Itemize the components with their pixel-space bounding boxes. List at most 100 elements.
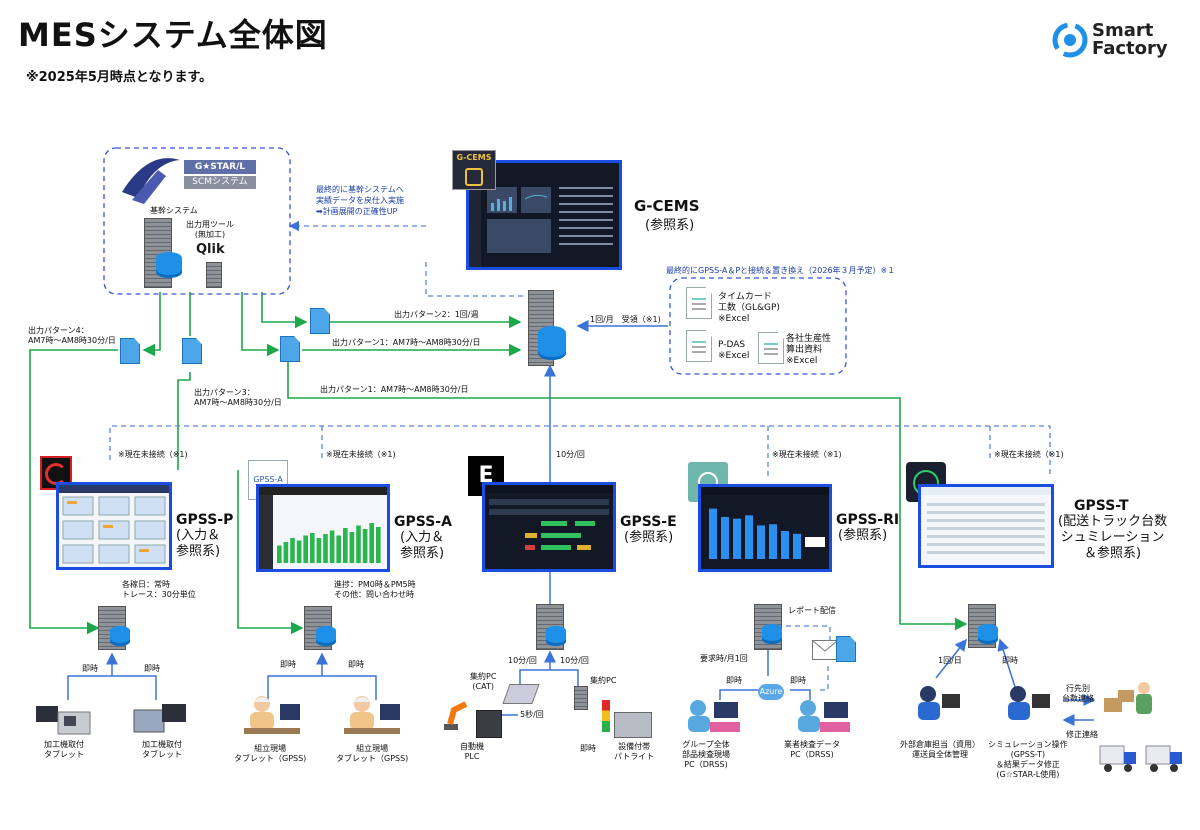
gpssri-bar xyxy=(793,533,801,559)
gcems-feedback-note: 最終的に基幹システムへ 実績データを戻仕入実施 ➡計画展開の正確性UP xyxy=(316,185,404,216)
truck-icon-2 xyxy=(1144,740,1184,774)
gpssa-bar xyxy=(277,545,282,563)
gpsse-freq-1: 10分/回 xyxy=(508,656,537,665)
gstar-badge: G★STAR/L xyxy=(184,160,256,174)
gpssa-name: GPSS-A xyxy=(394,514,452,530)
gpssa-bar xyxy=(343,528,348,563)
ri-request-label: 要求時/月1回 xyxy=(700,654,748,663)
gpsse-database-icon xyxy=(546,626,566,646)
simulation-operator-icon xyxy=(1004,684,1052,724)
gpssa-screen xyxy=(256,484,390,572)
once-day-label: 1回/日 xyxy=(938,656,962,665)
gpssp-sokuji-1: 即時 xyxy=(82,664,98,673)
gpssa-timing: 進捗：PM0時＆PM5時 その他：問い合わせ時 xyxy=(334,580,416,599)
report-doc-icon xyxy=(836,636,856,662)
five-sec-label: 5秒/回 xyxy=(520,710,544,719)
gpsst-sub: (配送トラック台数 シュミレーション ＆参照系) xyxy=(1058,514,1168,561)
equipment-icon xyxy=(614,712,652,738)
pattern3-label: 出力パターン3： AM7時～AM8時30分/日 xyxy=(194,388,282,407)
logo-line1: Smart xyxy=(1092,20,1154,41)
gpssri-database-icon xyxy=(762,624,782,644)
pattern4-file-icon xyxy=(120,338,140,364)
group-inspector-icon xyxy=(686,698,742,736)
pdas-doc-icon xyxy=(686,330,712,362)
gpssa-bar xyxy=(316,538,322,563)
mail-icon xyxy=(812,640,838,660)
gpssa-bar xyxy=(356,525,361,563)
gpssri-bar xyxy=(721,517,729,559)
kikan-database-icon xyxy=(156,252,182,278)
gpssri-sub: (参照系) xyxy=(838,528,888,543)
robot-arm-icon xyxy=(440,700,474,732)
collect-pc-label: 集約PC xyxy=(590,676,617,685)
plc-icon xyxy=(476,710,502,738)
gpsst-name: GPSS-T xyxy=(1074,498,1129,514)
pattern2-label: 出力パターン2：1回/週 xyxy=(394,310,479,319)
gpssa-bar xyxy=(303,535,308,563)
patlite-sokuji: 即時 xyxy=(580,744,596,753)
output-tool-label: 出力用ツール (無加工) xyxy=(186,220,234,239)
gpssa-bar xyxy=(376,527,381,563)
warehouse-staff-label: 外部倉庫担当（資用） 運送員全体管理 xyxy=(900,740,980,759)
timecard-doc-icon xyxy=(686,287,712,319)
gcems-name: G-CEMS xyxy=(634,197,700,215)
machine-tablet-icon-2 xyxy=(132,700,190,736)
patlite-label: 設備付帯 パトライト xyxy=(614,742,655,761)
pattern2-file-icon xyxy=(310,308,330,334)
tablet-kako-label-1: 加工機取付 タブレット xyxy=(44,740,84,759)
gpssa-badge-text: GPSS-A xyxy=(253,475,283,484)
gpssa-bar xyxy=(310,533,315,563)
tablet-kako-label-2: 加工機取付 タブレット xyxy=(142,740,182,759)
gpssp-database-icon xyxy=(110,626,130,646)
gpssri-bar xyxy=(709,508,717,559)
tablet-kumi-label-1: 組立現場 タブレット（GPSS) xyxy=(234,744,307,763)
qlik-server xyxy=(206,262,222,288)
gpssa-bar xyxy=(283,542,289,563)
pdas-doc-label: P-DAS ※Excel xyxy=(718,340,750,361)
report-label: レポート配信 xyxy=(788,606,836,615)
gpssa-bar xyxy=(323,534,328,563)
gpssp-screen xyxy=(56,482,172,570)
external-replace-note: 最終的にGPSS-A＆Pと接続＆置き換え（2026年３月予定）※１ xyxy=(666,266,896,275)
qlik-logo: Qlik xyxy=(196,242,225,257)
gpsse-freq-2: 10分/回 xyxy=(560,656,589,665)
gcems-badge-icon: G-CEMS xyxy=(452,150,496,190)
pattern1a-file-icon xyxy=(280,336,300,362)
logo-line2: Factory xyxy=(1092,38,1168,59)
gcems-sub: (参照系) xyxy=(645,218,695,233)
gpsse-screen xyxy=(482,482,616,572)
scm-label: SCMシステム xyxy=(184,176,256,189)
truck-icon-1 xyxy=(1098,740,1138,774)
external-link-label: 1回/月 受領（※1) xyxy=(590,315,661,324)
ri-sokuji-1: 即時 xyxy=(726,676,742,685)
correction-label: 修正連絡 xyxy=(1066,730,1098,739)
patlite-icon xyxy=(602,700,610,732)
gpsst-sokuji: 即時 xyxy=(1002,656,1018,665)
date-note: ※2025年5月時点となります。 xyxy=(26,70,213,85)
machine-tablet-icon-1 xyxy=(34,702,92,736)
mes-central-database-icon xyxy=(538,326,566,360)
gpssp-sub: (入力＆ 参照系) xyxy=(176,528,221,559)
logistics-worker-icon xyxy=(1104,680,1154,722)
smart-factory-logo-icon xyxy=(1052,22,1088,58)
gpsse-name: GPSS-E xyxy=(620,514,677,530)
gpssa-bar xyxy=(290,538,295,563)
gpssri-bar xyxy=(769,524,777,559)
assembly-worker-icon-1 xyxy=(236,694,306,738)
collect-pc-icon xyxy=(574,686,588,710)
gpssp-unconnected-label: ※現在未接続（※1) xyxy=(118,450,188,459)
tablet-kumi-label-2: 組立現場 タブレット（GPSS) xyxy=(336,744,409,763)
gpssa-sokuji-2: 即時 xyxy=(348,660,364,669)
gpssri-bar xyxy=(757,525,765,559)
gpsst-screen xyxy=(918,484,1054,568)
gpssa-bar xyxy=(336,535,341,563)
warehouse-staff-icon xyxy=(914,684,962,724)
productivity-doc-label: 各社生産性 算出資料 ※Excel xyxy=(786,334,832,366)
vendor-inspector-icon xyxy=(796,698,852,736)
gpssp-timing: 各稼日：常時 トレース：30分単位 xyxy=(122,580,196,599)
kikan-label: 基幹システム xyxy=(150,206,198,215)
gcems-badge-text: G-CEMS xyxy=(456,153,492,162)
gpssri-name: GPSS-RI xyxy=(836,512,900,528)
gstar-emblem xyxy=(118,152,182,206)
destination-count-label: 行先別 台数連絡 xyxy=(1062,684,1094,703)
